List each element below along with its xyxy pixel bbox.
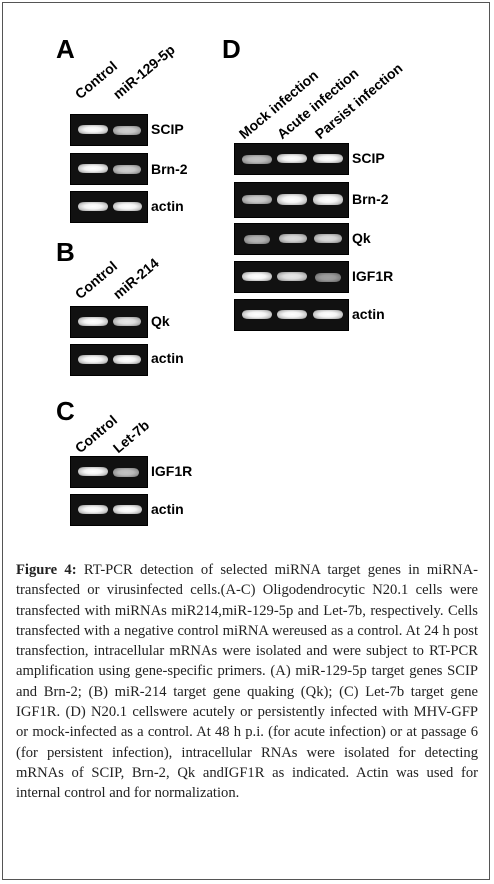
figure-caption: Figure 4: RT-PCR detection of selected m…	[16, 560, 478, 804]
band	[279, 234, 307, 243]
panel-d-letter: D	[222, 34, 241, 64]
band	[277, 310, 307, 319]
band	[277, 272, 307, 281]
gel-d-igf1r	[234, 261, 349, 293]
gene-label-actin: actin	[151, 350, 184, 366]
gel-b-qk	[70, 306, 148, 338]
band	[113, 165, 141, 174]
band	[78, 467, 108, 476]
band	[315, 273, 341, 282]
gel-d-actin	[234, 299, 349, 331]
band	[313, 154, 343, 163]
band	[113, 355, 141, 364]
band	[113, 505, 142, 514]
panel-b-letter: B	[56, 237, 75, 267]
band	[113, 317, 141, 326]
gel-a-actin	[70, 191, 148, 223]
gel-c-igf1r	[70, 456, 148, 488]
band	[78, 355, 108, 364]
gene-label-scip: SCIP	[151, 121, 184, 137]
gel-d-qk	[234, 223, 349, 255]
gene-label-igf1r: IGF1R	[352, 268, 394, 284]
gene-label-actin: actin	[352, 306, 385, 322]
band	[277, 154, 307, 163]
band	[113, 202, 142, 211]
band	[78, 317, 108, 326]
gene-label-brn2: Brn-2	[352, 191, 389, 207]
gene-label-igf1r: IGF1R	[151, 463, 193, 479]
gel-d-scip	[234, 143, 349, 175]
panel-a-letter: A	[56, 34, 75, 64]
caption-text: RT-PCR detection of selected miRNA targe…	[16, 562, 478, 802]
band	[277, 194, 307, 205]
gene-label-actin: actin	[151, 198, 184, 214]
band	[78, 125, 108, 134]
band	[242, 272, 272, 281]
band	[78, 505, 108, 514]
band	[242, 310, 272, 319]
band	[78, 164, 108, 173]
gene-label-qk: Qk	[352, 230, 371, 246]
panel-c-letter: C	[56, 396, 75, 426]
band	[314, 234, 342, 243]
gel-a-brn2	[70, 153, 148, 185]
gel-c-actin	[70, 494, 148, 526]
band	[113, 126, 141, 135]
gene-label-brn2: Brn-2	[151, 161, 188, 177]
band	[78, 202, 108, 211]
band	[313, 310, 343, 319]
gene-label-qk: Qk	[151, 313, 170, 329]
gel-a-scip	[70, 114, 148, 146]
band	[242, 155, 272, 164]
band	[244, 235, 270, 244]
caption-label: Figure 4:	[16, 562, 77, 578]
gene-label-actin: actin	[151, 501, 184, 517]
gene-label-scip: SCIP	[352, 150, 385, 166]
gel-d-brn2	[234, 182, 349, 218]
band	[113, 468, 139, 477]
band	[313, 194, 343, 205]
band	[242, 195, 272, 204]
gel-b-actin	[70, 344, 148, 376]
